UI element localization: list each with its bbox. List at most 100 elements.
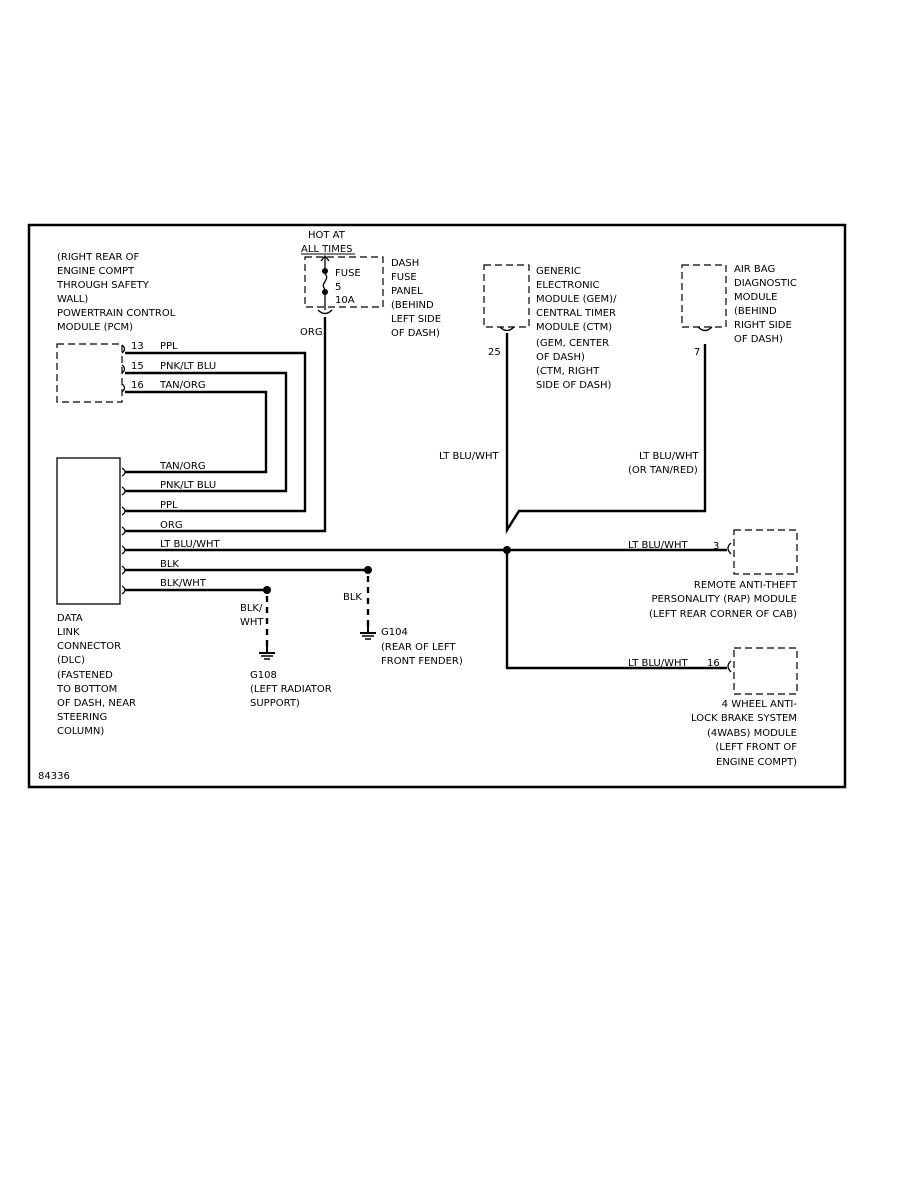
fuse-label: FUSE (335, 268, 361, 279)
g108-label-0: G108 (250, 670, 277, 681)
rap-wire-label: LT BLU/WHT (628, 540, 689, 551)
dlc-label-4: (FASTENED (57, 670, 113, 681)
g108-label-2: SUPPORT) (250, 698, 300, 709)
rap-dashed-box (733, 529, 798, 575)
pcm-label-3: WALL) (57, 294, 88, 305)
fuse-panel-label-4: LEFT SIDE (391, 314, 441, 325)
gem-ctm-module: GENERIC ELECTRONIC MODULE (GEM)/ CENTRAL… (439, 264, 617, 462)
g108-wire-label-0: BLK/ (240, 603, 263, 614)
abs-label-3: (LEFT FRONT OF (715, 742, 797, 753)
dlc-wire-5: BLK (160, 559, 179, 570)
dlc-label-3: (DLC) (57, 655, 85, 666)
fuse-element-icon (322, 273, 328, 290)
airbag-wire-label-0: LT BLU/WHT (639, 451, 700, 462)
pcm-pin-13: 13 (131, 341, 144, 352)
dlc-label-6: OF DASH, NEAR (57, 698, 136, 709)
airbag-label-1: DIAGNOSTIC (734, 278, 797, 289)
gem-label-1: ELECTRONIC (536, 280, 600, 291)
fuse-terminal-top (322, 268, 328, 274)
pcm-dashed-box (56, 343, 123, 403)
dlc-label-8: COLUMN) (57, 726, 104, 737)
airbag-module: AIR BAG DIAGNOSTIC MODULE (BEHIND RIGHT … (628, 264, 797, 476)
fuse-panel-label-5: OF DASH) (391, 328, 440, 339)
airbag-label-4: RIGHT SIDE (734, 320, 792, 331)
gem-label-2: MODULE (GEM)/ (536, 294, 617, 305)
gem-label-3: CENTRAL TIMER (536, 308, 616, 319)
pcm-label-5: MODULE (PCM) (57, 322, 133, 333)
airbag-label-5: OF DASH) (734, 334, 783, 345)
pcm-wire-ppl: PPL (160, 341, 178, 352)
rap-label-1: PERSONALITY (RAP) MODULE (651, 594, 797, 605)
gem-label-7: (CTM, RIGHT (536, 366, 600, 377)
abs-module: LT BLU/WHT 16 4 WHEEL ANTI- LOCK BRAKE S… (628, 647, 798, 768)
ground-g108-icon (259, 646, 275, 660)
dlc-connector: TAN/ORG PNK/LT BLU PPL ORG LT BLU/WHT BL… (56, 457, 221, 737)
dlc-wire-4: LT BLU/WHT (160, 539, 221, 550)
g108-wire-label-1: WHT (240, 617, 264, 628)
airbag-pin-7: 7 (694, 347, 700, 358)
fuse-panel-label-1: FUSE (391, 272, 417, 283)
dlc-wire-6: BLK/WHT (160, 578, 207, 589)
g104-wire-label: BLK (343, 592, 362, 603)
fuse-panel-label-3: (BEHIND (391, 300, 434, 311)
g108-wire-node (263, 586, 271, 594)
wire-pnk-lt-blu (125, 371, 288, 493)
abs-label-2: (4WABS) MODULE (707, 728, 797, 739)
fuse-panel-dashed-box (304, 256, 384, 308)
g108-label-1: (LEFT RADIATOR (250, 684, 332, 695)
dlc-wire-0: TAN/ORG (159, 461, 206, 472)
fuse-rating: 10A (335, 295, 355, 306)
dlc-label-2: CONNECTOR (57, 641, 121, 652)
wire-lt-blu-wht-abs (505, 550, 727, 670)
wire-gem-airbag (505, 333, 707, 535)
rap-module: LT BLU/WHT 3 REMOTE ANTI-THEFT PERSONALI… (628, 529, 798, 620)
gem-label-5: (GEM, CENTER (536, 338, 609, 349)
gem-label-4: MODULE (CTM) (536, 322, 612, 333)
dlc-label-7: STEERING (57, 712, 107, 723)
wire-org (125, 317, 327, 533)
abs-label-0: 4 WHEEL ANTI- (722, 699, 798, 710)
fuse-panel-label-2: PANEL (391, 286, 423, 297)
rap-label-2: (LEFT REAR CORNER OF CAB) (649, 609, 797, 620)
gem-label-8: SIDE OF DASH) (536, 380, 612, 391)
pcm-label-2: THROUGH SAFETY (56, 280, 150, 291)
gem-wire-label: LT BLU/WHT (439, 451, 500, 462)
dlc-label-0: DATA (57, 613, 83, 624)
hot-at-label-0: HOT AT (308, 230, 346, 241)
airbag-wire-label-1: (OR TAN/RED) (628, 465, 698, 476)
pcm-wire-pnk-lt-blu: PNK/LT BLU (160, 361, 216, 372)
pcm-label-4: POWERTRAIN CONTROL (57, 308, 176, 319)
pcm-label-0: (RIGHT REAR OF (57, 252, 139, 263)
dlc-label-1: LINK (57, 627, 80, 638)
gem-dashed-box (483, 264, 530, 328)
g104-label-2: FRONT FENDER) (381, 656, 463, 667)
hot-at-label-1: ALL TIMES (301, 244, 353, 255)
ground-g104-icon (360, 626, 376, 640)
g104-wire-node (364, 566, 372, 574)
g104-label-1: (REAR OF LEFT (381, 642, 456, 653)
gem-label-6: OF DASH) (536, 352, 585, 363)
splice-junction (503, 546, 511, 554)
g104-label-0: G104 (381, 627, 408, 638)
pcm-label-1: ENGINE COMPT (57, 266, 135, 277)
airbag-label-0: AIR BAG (734, 264, 775, 275)
airbag-dashed-box (681, 264, 727, 328)
abs-label-1: LOCK BRAKE SYSTEM (691, 713, 797, 724)
rap-pin-3: 3 (713, 541, 719, 552)
fuse-panel: HOT AT ALL TIMES FUSE 5 10A DASH FUSE PA… (300, 230, 441, 339)
pcm-pin-15: 15 (131, 361, 144, 372)
dlc-wire-2: PPL (160, 500, 178, 511)
pcm-wire-tan-org: TAN/ORG (159, 380, 206, 391)
fuse-wire-org-label: ORG (300, 327, 323, 338)
pcm-module: (RIGHT REAR OF ENGINE COMPT THROUGH SAFE… (56, 252, 216, 403)
abs-pin-16: 16 (707, 658, 720, 669)
dlc-wire-1: PNK/LT BLU (160, 480, 216, 491)
abs-wire-label: LT BLU/WHT (628, 658, 689, 669)
dlc-wire-3: ORG (160, 520, 183, 531)
fuse-panel-label-0: DASH (391, 258, 419, 269)
pcm-pin-16: 16 (131, 380, 144, 391)
dlc-box (56, 457, 121, 605)
diagram-frame (27, 223, 847, 789)
abs-dashed-box (733, 647, 798, 695)
wire-ppl (125, 351, 307, 513)
